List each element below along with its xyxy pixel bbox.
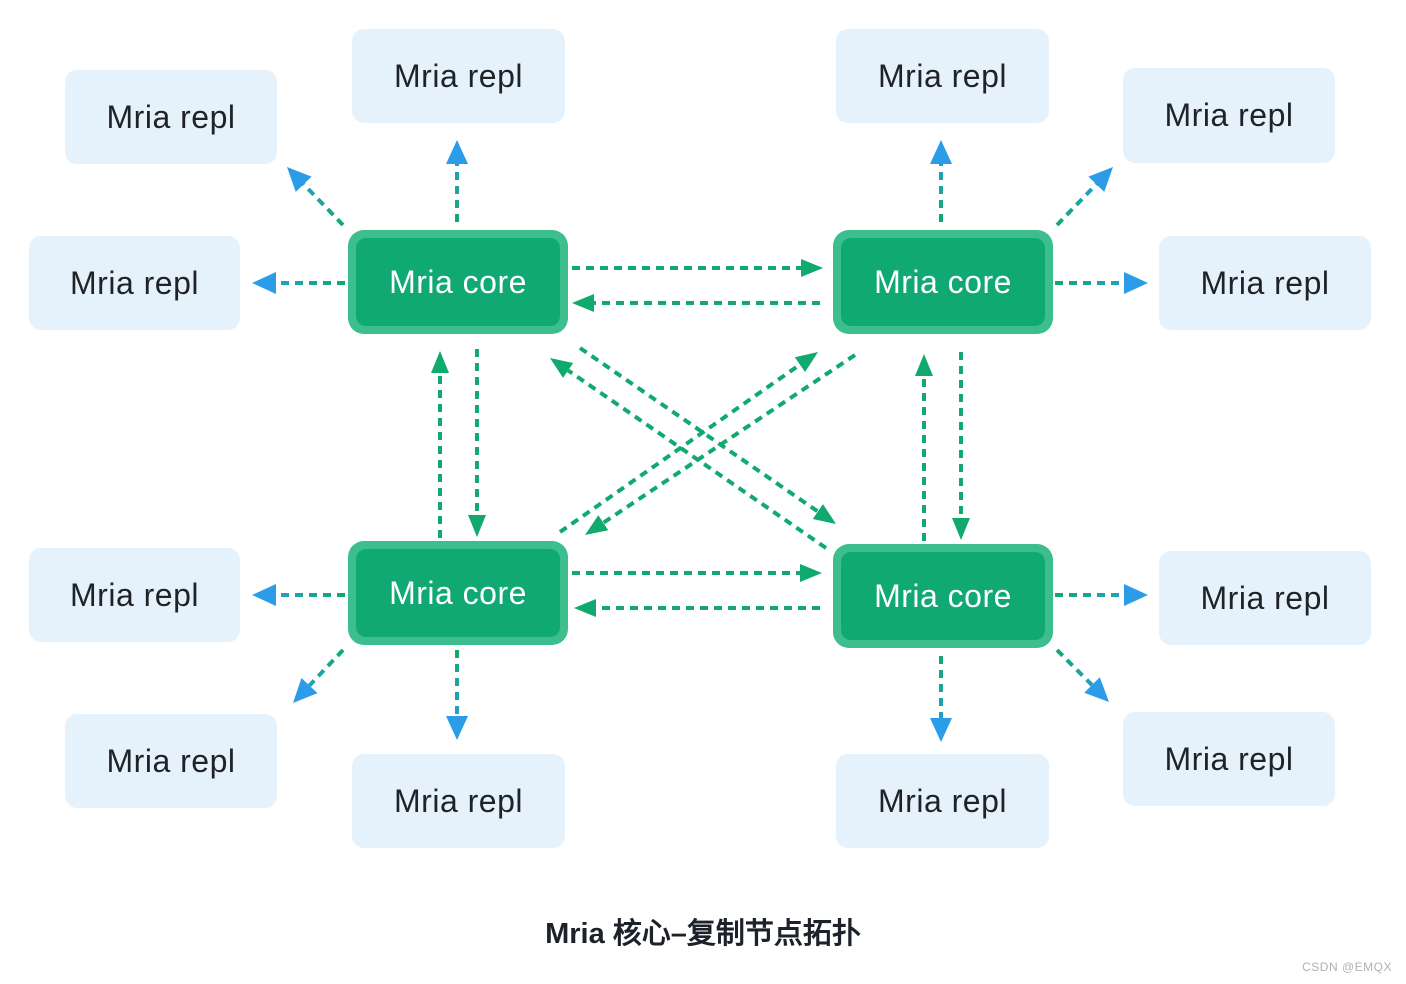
node-repl-top-left: Mria repl [65,70,277,164]
node-label: Mria repl [106,742,236,779]
node-repl-bottom-right: Mria repl [1123,712,1335,806]
arrowhead-icon [446,716,468,740]
diagram-caption: Mria 核心–复制节点拓扑 [545,918,861,950]
edge-core-top-left-to-repl-top-left [302,182,345,227]
edge-core-top-right-to-core-bottom-left [602,353,857,525]
node-repl-right-upper: Mria repl [1159,236,1371,330]
node-label: Mria core [874,263,1012,300]
node-repl-bottom-left: Mria repl [65,714,277,808]
arrowhead-icon [794,352,818,372]
node-core-bottom-left: Mria core [348,541,568,645]
node-label: Mria repl [394,57,523,94]
arrowhead-icon [801,259,823,277]
node-label: Mria repl [1200,264,1330,301]
edge-core-bottom-left-to-core-top-right [558,362,802,534]
arrowhead-icon [431,351,449,373]
node-label: Mria repl [106,98,236,135]
node-label: Mria repl [878,782,1007,819]
core-inner-panel: Mria core [841,552,1045,640]
edge-core-bottom-right-to-repl-bottom-right [1055,648,1094,687]
arrowhead-icon [287,167,312,192]
core-inner-panel: Mria core [841,238,1045,326]
arrowhead-icon [930,718,952,742]
node-repl-left-lower: Mria repl [29,548,240,642]
node-label: Mria repl [1164,97,1294,133]
arrowhead-icon [585,515,609,535]
node-label: Mria core [389,574,527,611]
node-core-top-right: Mria core [833,230,1053,334]
arrowhead-icon [930,140,952,164]
arrowhead-icon [952,518,970,540]
node-repl-bottom-center-right: Mria repl [836,754,1049,848]
edge-core-bottom-right-to-core-top-left [566,368,828,550]
arrowhead-icon [572,294,594,312]
arrowhead-icon [1088,167,1113,192]
node-label: Mria repl [878,57,1007,94]
node-label: Mria repl [394,782,523,819]
node-repl-left-upper: Mria repl [29,236,240,330]
arrowhead-icon [252,584,276,606]
arrowhead-icon [812,504,836,524]
arrowhead-icon [446,140,468,164]
edge-core-top-right-to-repl-top-right [1055,182,1098,227]
node-label: Mria repl [1200,579,1330,616]
node-core-top-left: Mria core [348,230,568,334]
core-inner-panel: Mria core [356,549,560,637]
arrowhead-icon [468,515,486,537]
node-label: Mria repl [1164,740,1294,777]
node-repl-top-center-right: Mria repl [836,29,1049,123]
arrowhead-icon [1084,677,1109,702]
node-repl-top-right: Mria repl [1123,68,1335,163]
arrowhead-icon [915,354,933,376]
core-inner-panel: Mria core [356,238,560,326]
arrowhead-icon [574,599,596,617]
edge-core-top-left-to-core-bottom-right [578,346,820,514]
node-label: Mria core [874,577,1012,614]
arrowhead-icon [550,358,574,378]
arrowhead-icon [293,677,318,703]
arrowhead-icon [1124,272,1148,294]
node-core-bottom-right: Mria core [833,544,1053,648]
node-repl-top-center-left: Mria repl [352,29,565,123]
node-label: Mria repl [70,264,199,301]
arrowhead-icon [252,272,276,294]
node-label: Mria core [389,263,527,300]
arrowhead-icon [800,564,822,582]
node-repl-right-lower: Mria repl [1159,551,1371,645]
node-repl-bottom-center-left: Mria repl [352,754,565,848]
watermark-text: CSDN @EMQX [1302,960,1392,974]
arrowhead-icon [1124,584,1148,606]
node-label: Mria repl [70,576,199,613]
edge-core-bottom-left-to-repl-bottom-left [308,648,345,687]
